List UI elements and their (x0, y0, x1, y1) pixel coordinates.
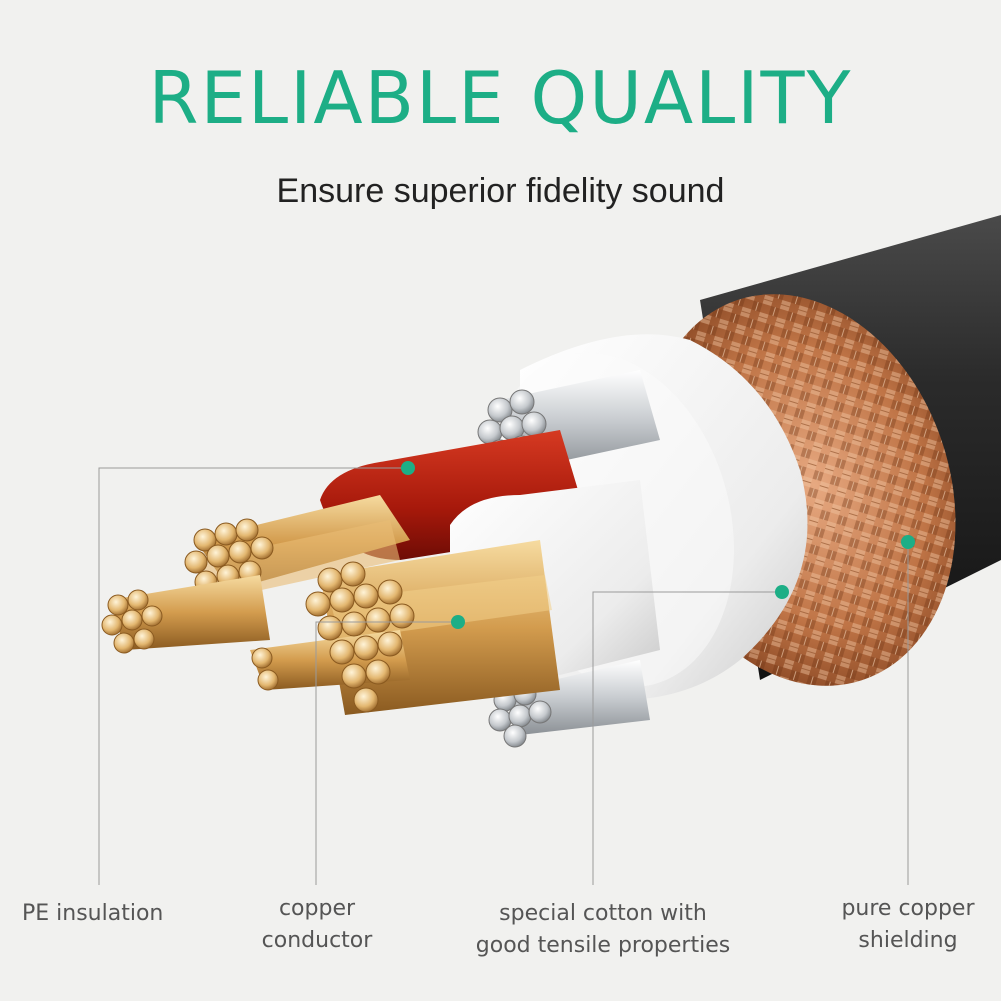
headline: RELIABLE QUALITY (148, 56, 853, 140)
copper-bundle-front (250, 540, 560, 715)
callout-dot-pe (401, 461, 415, 475)
leader-lines (98, 467, 909, 885)
leader-copper (315, 621, 458, 885)
label-copper-conductor: copper conductor (252, 893, 382, 957)
label-copper-conductor-line-2: conductor (261, 928, 373, 953)
callout-dot-copper (451, 615, 465, 629)
copper-bundle-left (101, 575, 270, 654)
label-pe-insulation: PE insulation (22, 898, 163, 930)
leader-pe (98, 467, 408, 885)
label-copper-shielding: pure copper shielding (835, 893, 981, 957)
label-pe-insulation-line: PE insulation (22, 901, 164, 926)
callout-dot-cotton (775, 585, 789, 599)
subheadline: Ensure superior fidelity sound (276, 172, 725, 210)
leader-cotton (592, 591, 782, 885)
label-special-cotton: special cotton with good tensile propert… (468, 898, 738, 962)
label-copper-shielding-line-1: pure copper (841, 896, 975, 921)
label-copper-shielding-line-2: shielding (858, 928, 958, 953)
callout-dot-shield (901, 535, 915, 549)
callout-dots (401, 461, 915, 629)
label-copper-conductor-line-1: copper (278, 896, 356, 921)
label-special-cotton-line-1: special cotton with (499, 901, 707, 926)
label-special-cotton-line-2: good tensile properties (475, 933, 731, 958)
